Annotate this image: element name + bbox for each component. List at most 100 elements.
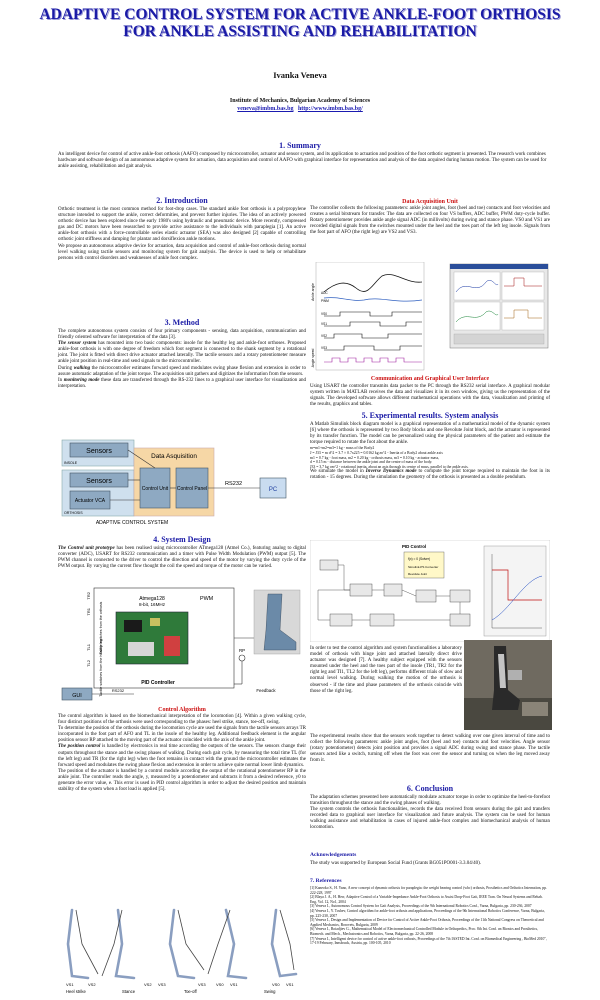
method-lead-sensor: The sensor system	[58, 341, 97, 347]
phase-toe-off: Toe-off	[184, 989, 198, 994]
conclusion-paragraph-1: The adaptation schemes presented here au…	[310, 795, 550, 807]
pid-label: PID Controller	[141, 680, 175, 686]
system-design-section: 4. System Design The Control unit protot…	[58, 535, 306, 570]
lab-experiment-photo	[464, 640, 552, 730]
phase-stance: Stance	[122, 989, 136, 994]
reference-item: [5] Veneva I., Design and Implementation…	[310, 918, 544, 927]
website-link[interactable]: http://www.imbm.bas.bg/	[297, 106, 363, 112]
gait-label-9: VS1	[286, 982, 294, 987]
summary-text: An intelligent device for control of act…	[58, 152, 547, 170]
signal-label-vs1: VS1	[321, 322, 327, 326]
reference-item: [7] Veneva I., Intelligent device for co…	[310, 936, 547, 946]
actuator-label: Actuator VCA	[75, 498, 106, 504]
tr1-label: TR1	[86, 607, 91, 615]
experimental-heading: 5. Experimental results. System analysis	[361, 411, 499, 420]
signal-label-vs0: VS0	[321, 312, 327, 316]
vs3-signal	[324, 345, 422, 351]
healthy-switches-label: Tactile switches from the healthy leg	[99, 639, 103, 697]
pid-controller-diagram: TR1 TR2 TL1 TL2 Tactile switches from th…	[61, 587, 301, 701]
contact-links: veneva@imbm.bas.bg http://www.imbm.bas.b…	[0, 105, 600, 113]
title-line-1: ADAPTIVE CONTROL SYSTEM FOR ACTIVE ANKLE…	[39, 6, 561, 23]
references-list: [1] Kaneoko S., H. Yano, A new concept o…	[310, 886, 550, 946]
control-algorithm-paragraph-3: The position control is handled by elect…	[58, 744, 306, 768]
acknowledgements-section: Acknowledgements The study was supported…	[310, 852, 550, 867]
communication-paragraph: Using USART the controller transmits dat…	[310, 384, 550, 408]
gait-cycle-figure: VS1 VS2 VS2 VS3 VS3 VS0 VS1 VS0 VS1 Heel…	[66, 908, 298, 994]
control-panel-box	[175, 467, 209, 509]
experimental-paragraph-1: A Matlab Simulink block diagram model is…	[310, 422, 550, 446]
data-acquisition-label: Data Asquisition	[151, 453, 197, 460]
simulink-model-figure: PID Control f(x) = 0 (Solver) Simulink-P…	[310, 540, 550, 642]
reference-item: [6] Veneva I., Boiadjiev G., Mathematica…	[310, 927, 538, 936]
introduction-section: 2. Introduction Orthotic treatment is th…	[58, 196, 306, 262]
system-design-paragraph: The Control unit prototype has been real…	[58, 546, 306, 570]
simulink-note-converter: Simulink-PS Converter	[408, 565, 438, 569]
equation-3: m1 = 0.7 kg - foot mass, m2 = 0.20 kg - …	[310, 455, 440, 460]
simulink-note-joint: Revolute Joint	[408, 572, 427, 576]
mcu-spec-label: 8-bit, 16MHz	[139, 602, 166, 607]
gait-label-4: VS3	[158, 982, 166, 987]
pwm-label: PWM	[200, 596, 214, 602]
institute-block: Institute of Mechanics, Bulgarian Academ…	[0, 97, 600, 113]
axis-angle-label: Ankle angle	[311, 283, 315, 301]
control-unit-label: Control Unit	[142, 486, 169, 492]
simulink-note-solver: f(x) = 0 (Solver)	[408, 557, 430, 561]
method-paragraph-2: The sensor system has mounted into two b…	[58, 341, 307, 365]
control-algorithm-section: Control Algorithm The control algorithm …	[58, 707, 306, 793]
simulink-title: PID Control	[402, 544, 426, 549]
block-diagram: Sensors INSOLE Data Asquisition Sensors …	[61, 439, 287, 526]
rs232-link-label: RS232	[112, 688, 125, 693]
equation-2: J = J33 = m d^2 = 3.7 × 0.7x225 = 0.0162…	[310, 450, 443, 455]
equation-4: d = 0.15 m - distance between the ankle …	[310, 460, 433, 465]
communication-heading: Communication and Graphical User Interfa…	[370, 376, 490, 382]
experimental-paragraph-3: In order to test the control algorithm a…	[310, 646, 462, 694]
acknowledgements-text: The study was supported by European Soci…	[310, 861, 482, 866]
rp-label: RP	[239, 648, 245, 653]
poster-title: ADAPTIVE CONTROL SYSTEM FOR ACTIVE ANKLE…	[0, 6, 600, 40]
phase-heel-strike: Heel strike	[66, 989, 86, 994]
tl1-label: TL1	[86, 643, 91, 651]
email-link[interactable]: veneva@imbm.bas.bg	[237, 106, 294, 112]
vs2-signal	[324, 333, 422, 339]
gui-label: GUI	[72, 693, 82, 699]
orthosis-switches-label: Tactile switches from the orthosis	[99, 601, 103, 654]
tl2-label: TL2	[86, 659, 91, 667]
gait-signals-figure: Ankle angle Angle speed ADC PWM VS0 VS1 …	[311, 262, 549, 371]
method-paragraph-3: During walking the microcontroller estim…	[58, 365, 307, 377]
vs0-signal	[324, 311, 422, 317]
references-heading: 7. References	[310, 878, 342, 884]
pwm-signal	[323, 297, 423, 302]
gait-label-3: VS2	[144, 982, 152, 987]
introduction-paragraph-2: We propose an autonomous adaptive device…	[58, 243, 306, 261]
rs232-label: RS232	[225, 481, 242, 487]
summary-heading: 1. Summary	[279, 141, 321, 150]
tr2-label: TR2	[86, 591, 91, 599]
sensors-label-2: Sensors	[86, 478, 112, 485]
gait-label-6: VS0	[216, 982, 224, 987]
pc-box	[259, 477, 287, 499]
data-acquisition-heading: Data Acquisition Unit	[402, 199, 458, 205]
data-acquisition-paragraph: The controller collects the following pa…	[310, 206, 550, 236]
experimental-paragraph-4: The experimental results show that the s…	[310, 734, 550, 764]
gait-label-8: VS0	[272, 982, 280, 987]
method-heading: 3. Method	[164, 318, 200, 327]
reference-item: [4] Veneva I., Y. Toshev, Control algori…	[310, 908, 545, 918]
control-algorithm-paragraph-2: To determine the position of the orthosi…	[58, 726, 306, 744]
signal-label-vs3: VS3	[321, 346, 327, 350]
acknowledgements-heading: Acknowledgements	[310, 852, 357, 858]
scope-plot	[483, 545, 547, 637]
signal-label-vs2: VS2	[321, 334, 327, 338]
experimental-section: 5. Experimental results. System analysis…	[310, 411, 550, 482]
method-section: 3. Method The complete autonomous system…	[58, 318, 306, 390]
reference-item: [2] Blaya J. A., H. Herr, Adaptive Contr…	[310, 895, 543, 904]
orthosis-label: ORTHOSIS	[64, 511, 83, 515]
phase-swing: Swing	[264, 989, 276, 994]
experimental-paragraph-2: We simulate the model in Inverse Dynamic…	[310, 469, 550, 481]
reference-item: [1] Kaneoko S., H. Yano, A new concept o…	[310, 886, 547, 895]
communication-section: Communication and Graphical User Interfa…	[310, 376, 550, 408]
control-algorithm-heading: Control Algorithm	[158, 707, 206, 713]
institute-name: Institute of Mechanics, Bulgarian Academ…	[229, 98, 371, 104]
conclusion-heading: 6. Conclusion	[406, 784, 454, 793]
pc-label: PC	[269, 487, 278, 493]
system-design-heading: 4. System Design	[153, 535, 211, 544]
